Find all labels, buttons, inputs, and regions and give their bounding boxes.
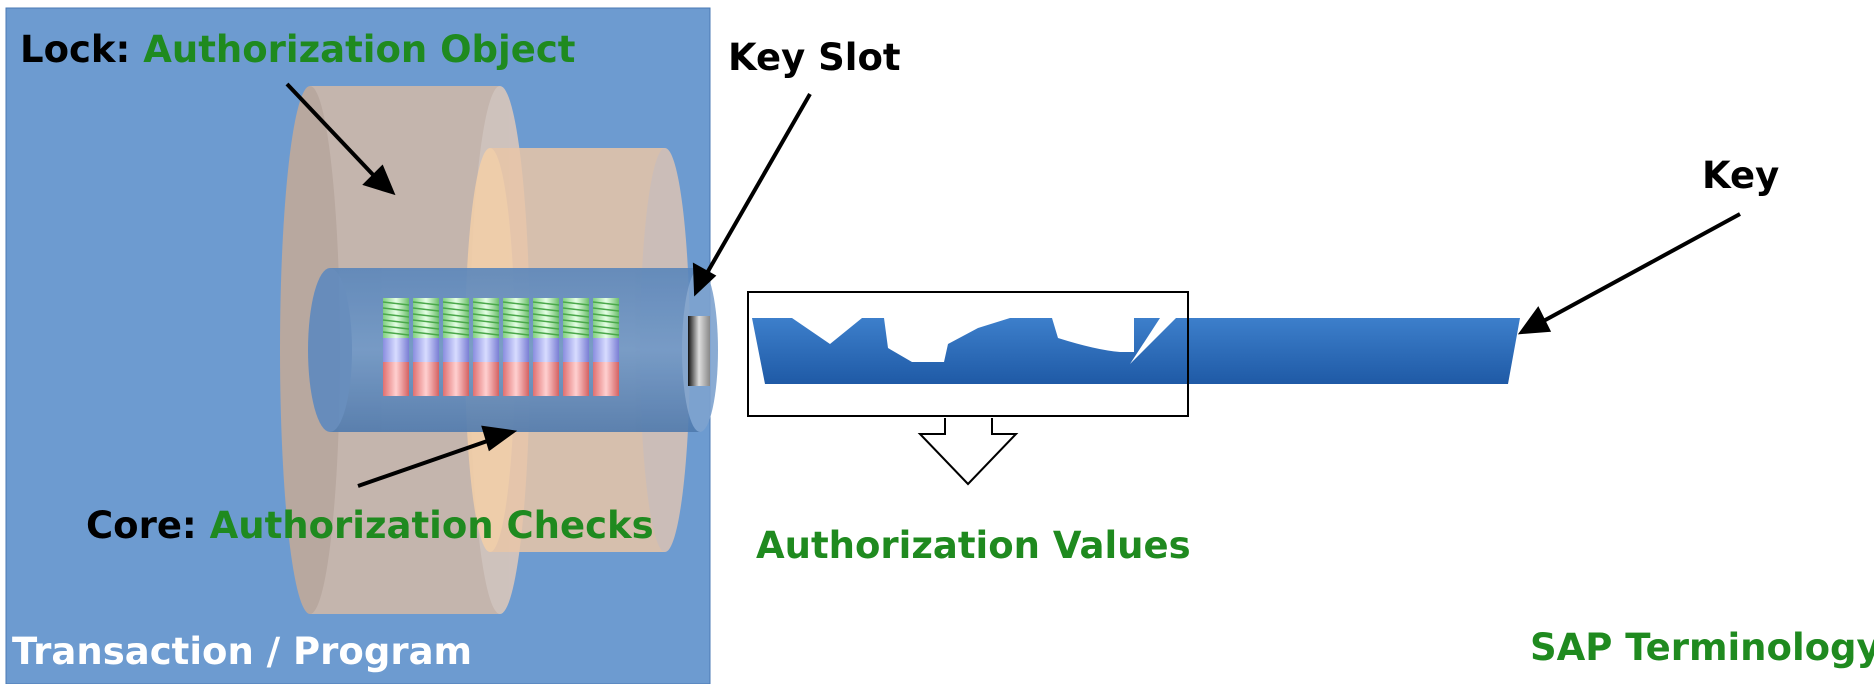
spring-coil [592, 325, 620, 330]
spring-coil [382, 313, 410, 318]
key-arrow [1537, 212, 1741, 326]
key-pin [473, 362, 499, 396]
spring-coil [562, 313, 590, 318]
spring-coil [532, 325, 560, 330]
core-label-prefix: Core: [86, 504, 197, 547]
spring-coil [592, 301, 620, 306]
spring-coil [562, 319, 590, 324]
lock-label: Lock: Authorization Object [20, 28, 575, 71]
pin-stack [502, 298, 530, 396]
spring-coil [472, 313, 500, 318]
spring-coil [442, 301, 470, 306]
spring-coil [502, 319, 530, 324]
pin-stack [412, 298, 440, 396]
spring-coil [442, 319, 470, 324]
spring-coil [532, 313, 560, 318]
spring-coil [382, 307, 410, 312]
spring-coil [562, 325, 590, 330]
spring-coil [382, 301, 410, 306]
spring-coil [592, 319, 620, 324]
key-pin [383, 362, 409, 396]
spring-coil [562, 301, 590, 306]
key-shape [752, 318, 1520, 384]
spring-coil [382, 331, 410, 336]
pin-stack [592, 298, 620, 396]
key-slot [688, 316, 710, 386]
driver-pin [503, 338, 529, 362]
authorization-values-label: Authorization Values [756, 524, 1191, 567]
spring-coil [592, 331, 620, 336]
spring-coil [442, 307, 470, 312]
core-arrow [357, 436, 497, 488]
key-pin [593, 362, 619, 396]
key-pin [443, 362, 469, 396]
key-arrow-head [1517, 306, 1552, 335]
spring-coil [532, 331, 560, 336]
spring-coil [562, 307, 590, 312]
key-pin [563, 362, 589, 396]
spring-coil [502, 313, 530, 318]
pin-stack [442, 298, 470, 396]
spring-coil [532, 307, 560, 312]
pointer-arrows [285, 82, 1741, 488]
spring-coil [412, 301, 440, 306]
lock-label-value: Authorization Object [143, 28, 575, 71]
key-slot-arrow [701, 93, 812, 281]
spring-coil [412, 313, 440, 318]
pin-stack [532, 298, 560, 396]
core-arrow-head [481, 425, 518, 452]
pin-stack [382, 298, 410, 396]
core-label: Core: Authorization Checks [86, 504, 654, 547]
spring-coil [412, 325, 440, 330]
down-arrow [917, 418, 1019, 486]
spring-coil [502, 301, 530, 306]
key-slot-label: Key Slot [728, 36, 901, 79]
authorization-values-box [747, 291, 1189, 417]
driver-pin [383, 338, 409, 362]
key-slot-arrow-head [692, 262, 717, 297]
spring-coil [412, 331, 440, 336]
driver-pin [443, 338, 469, 362]
spring-coil [562, 331, 590, 336]
spring-coil [382, 325, 410, 330]
spring-coil [472, 301, 500, 306]
key-pin [503, 362, 529, 396]
spring-coil [442, 331, 470, 336]
transaction-program-label: Transaction / Program [12, 630, 472, 673]
sap-terminology-label: SAP Terminology [1530, 626, 1874, 669]
spring-coil [412, 307, 440, 312]
spring-coil [532, 319, 560, 324]
spring-coil [382, 319, 410, 324]
spring-coil [442, 313, 470, 318]
spring-coil [472, 331, 500, 336]
driver-pin [473, 338, 499, 362]
spring-coil [502, 331, 530, 336]
spring-coil [472, 307, 500, 312]
spring-coil [592, 313, 620, 318]
core-label-value: Authorization Checks [210, 504, 654, 547]
spring-coil [412, 319, 440, 324]
driver-pin [413, 338, 439, 362]
spring-coil [532, 301, 560, 306]
key-pin [533, 362, 559, 396]
pin-stack [472, 298, 500, 396]
lock-label-prefix: Lock: [20, 28, 130, 71]
lock-arrow [285, 82, 380, 182]
key-label: Key [1702, 154, 1779, 197]
spring-coil [592, 307, 620, 312]
spring-coil [502, 325, 530, 330]
spring-coil [472, 319, 500, 324]
driver-pin [563, 338, 589, 362]
pin-stack [562, 298, 590, 396]
key-pin [413, 362, 439, 396]
lock-arrow-head [362, 164, 396, 196]
spring-coil [502, 307, 530, 312]
spring-coil [442, 325, 470, 330]
spring-coil [472, 325, 500, 330]
driver-pin [533, 338, 559, 362]
driver-pin [593, 338, 619, 362]
pin-tumblers [382, 298, 620, 396]
